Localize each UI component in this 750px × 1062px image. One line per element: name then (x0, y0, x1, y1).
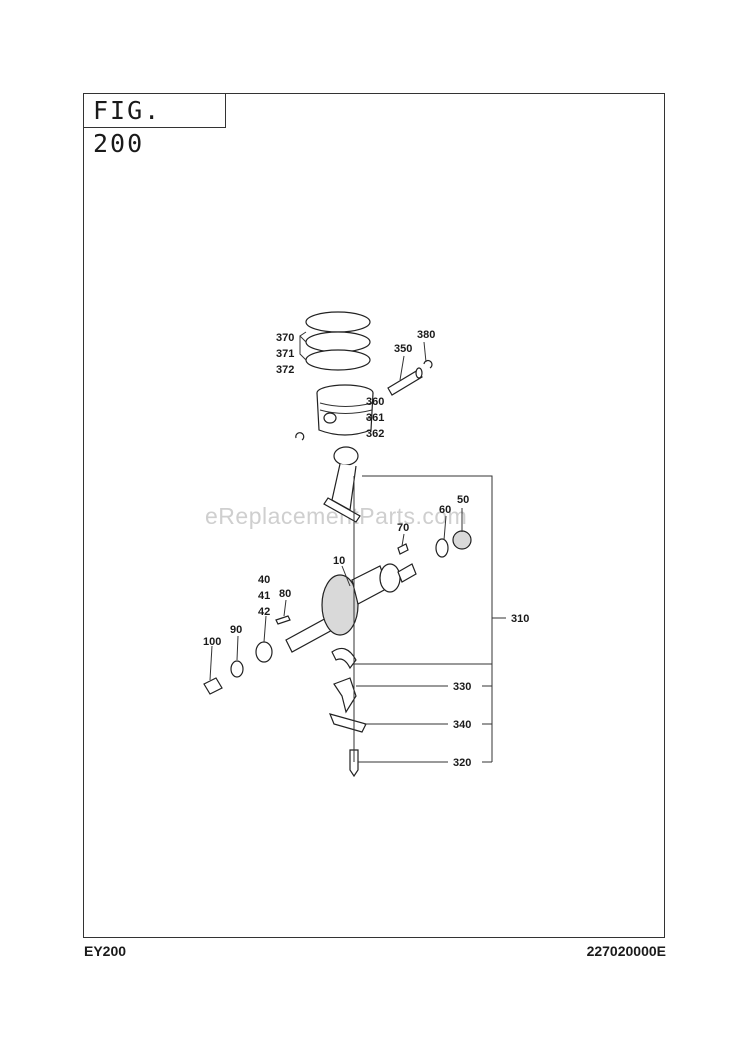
figure-title: FIG. 200 (83, 93, 226, 158)
callout-370: 370 (276, 332, 294, 344)
callout-371: 371 (276, 348, 294, 360)
callout-310: 310 (511, 613, 529, 625)
callout-80: 80 (279, 588, 291, 600)
piston-clip (295, 432, 305, 441)
callout-42: 42 (258, 606, 270, 618)
callout-362: 362 (366, 428, 384, 440)
callout-50: 50 (457, 494, 469, 506)
callout-361: 361 (366, 412, 384, 424)
callout-70: 70 (397, 522, 409, 534)
callout-10: 10 (333, 555, 345, 567)
callout-340: 340 (453, 719, 471, 731)
callout-320: 320 (453, 757, 471, 769)
piston-pin (387, 367, 423, 396)
connecting-rod (323, 446, 361, 523)
callout-60: 60 (439, 504, 451, 516)
oil-dipper (333, 677, 357, 714)
page-frame (83, 93, 665, 938)
model-number: EY200 (84, 943, 127, 959)
nut (452, 530, 472, 550)
piston-rings (299, 311, 371, 371)
rod-cap (331, 647, 357, 670)
callout-372: 372 (276, 364, 294, 376)
lock-plate (328, 713, 367, 733)
plain-washer (230, 660, 244, 678)
dowel-pin (275, 615, 291, 625)
callout-330: 330 (453, 681, 471, 693)
pin-clip (423, 360, 433, 369)
washer (435, 538, 449, 558)
callout-41: 41 (258, 590, 270, 602)
callout-350: 350 (394, 343, 412, 355)
bolt (203, 677, 223, 695)
callout-360: 360 (366, 396, 384, 408)
callout-380: 380 (417, 329, 435, 341)
oil-seal (255, 641, 273, 663)
key (397, 543, 409, 555)
document-code: 227020000E (586, 943, 666, 959)
piston (316, 384, 374, 436)
rod-bolt (349, 749, 359, 778)
leader-lines (209, 341, 506, 763)
callout-100: 100 (203, 636, 221, 648)
crankshaft (285, 563, 417, 653)
callout-40: 40 (258, 574, 270, 586)
callout-90: 90 (230, 624, 242, 636)
